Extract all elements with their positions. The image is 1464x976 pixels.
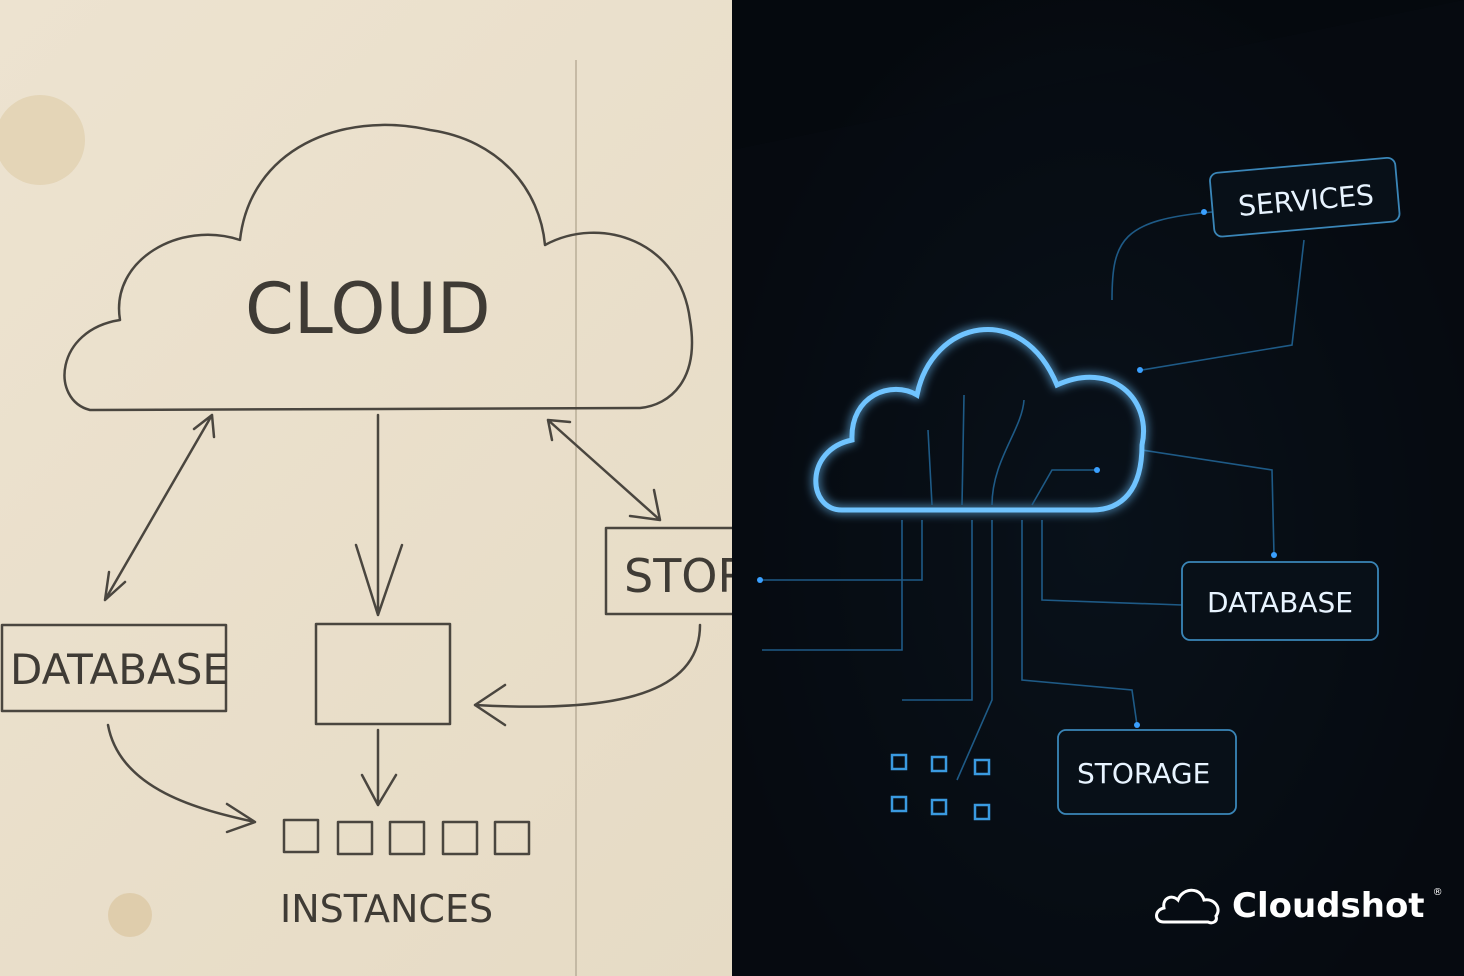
sketch-storage-label: STOR <box>624 549 732 603</box>
digital-cloud <box>813 327 1146 513</box>
storage-label: STORAGE <box>1077 757 1210 790</box>
storage-box <box>1057 729 1237 815</box>
digital-diagram: SERVICES DATABASE STORAGE <box>732 0 1464 976</box>
logo-text: Cloudshot <box>1232 886 1425 926</box>
services-box <box>1209 156 1401 238</box>
sketch-database-box <box>0 623 228 713</box>
sketch-cloud-label: CLOUD <box>245 268 491 350</box>
sketch-instances <box>282 818 531 856</box>
registered-mark: ® <box>1432 886 1443 898</box>
sketch-instances-label: INSTANCES <box>280 887 493 931</box>
sketch-panel: CLOUD DATABASE STOR INSTANCES <box>0 0 732 976</box>
cloud-logo-icon <box>1155 888 1220 925</box>
digital-panel: SERVICES DATABASE STORAGE <box>732 0 1464 976</box>
sketch-database-label: DATABASE <box>10 645 229 694</box>
sketch-diagram: CLOUD DATABASE STOR INSTANCES <box>0 60 732 976</box>
sketch-compute-box <box>314 622 452 726</box>
database-label: DATABASE <box>1207 586 1353 619</box>
cloudshot-logo: Cloudshot ® <box>1152 884 1443 928</box>
instance-squares <box>890 753 991 821</box>
sketch-cloud <box>63 123 694 412</box>
database-box <box>1181 561 1379 641</box>
sketch-storage-box <box>604 526 732 616</box>
